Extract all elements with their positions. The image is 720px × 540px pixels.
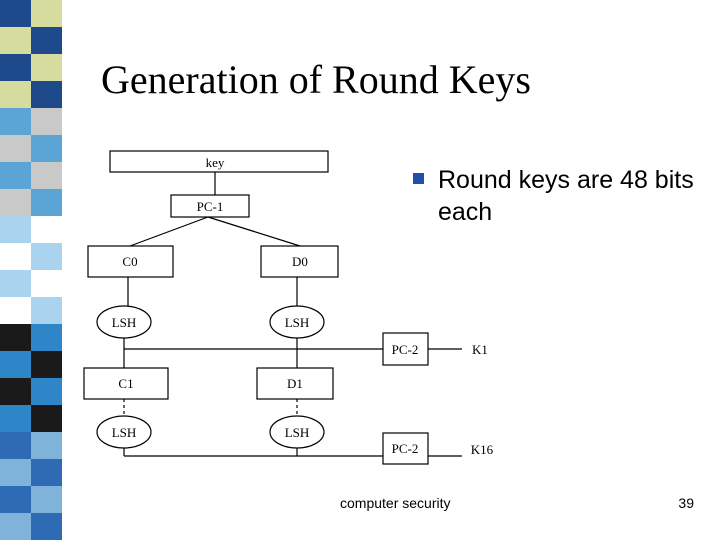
stripe-tile bbox=[0, 108, 31, 135]
stripe-tile bbox=[0, 297, 31, 324]
stripe-tile bbox=[0, 81, 31, 108]
stripe-tile bbox=[31, 81, 62, 108]
pc2-2-label: PC-2 bbox=[392, 441, 419, 456]
d0-label: D0 bbox=[292, 254, 308, 269]
d1-box bbox=[256, 367, 334, 400]
stripe-tile bbox=[31, 405, 62, 432]
bullet-text: Round keys are 48 bits each bbox=[438, 166, 694, 226]
stripe-tile bbox=[0, 432, 31, 459]
lsh-c-2-label: LSH bbox=[112, 425, 137, 440]
lsh-d-2-label: LSH bbox=[285, 425, 310, 440]
stripe-tile bbox=[31, 108, 62, 135]
pc1-box bbox=[170, 194, 250, 218]
stripe-tile bbox=[31, 162, 62, 189]
key-box bbox=[109, 150, 329, 173]
c0-label: C0 bbox=[122, 254, 137, 269]
page-number: 39 bbox=[678, 495, 694, 511]
stripe-tile bbox=[31, 297, 62, 324]
stripe-tile bbox=[0, 270, 31, 297]
stripe-tile bbox=[0, 189, 31, 216]
stripe-tile bbox=[31, 378, 62, 405]
c1-box bbox=[83, 367, 169, 400]
stripe-tile bbox=[31, 0, 62, 27]
stripe-tile bbox=[31, 486, 62, 513]
stripe-tile bbox=[31, 216, 62, 243]
stripe-tile bbox=[31, 189, 62, 216]
stripe-tile bbox=[0, 243, 31, 270]
k16-label: K16 bbox=[471, 442, 494, 457]
stripe-tile bbox=[31, 54, 62, 81]
stripe-tile bbox=[0, 0, 31, 27]
stripe-tile bbox=[0, 162, 31, 189]
stripe-tile bbox=[0, 378, 31, 405]
pc2-box-2 bbox=[382, 432, 429, 465]
lsh-c-1-label: LSH bbox=[112, 315, 137, 330]
stripe-tile bbox=[0, 486, 31, 513]
stripe-tile bbox=[0, 459, 31, 486]
stripe-tile bbox=[31, 432, 62, 459]
stripe-tile bbox=[31, 324, 62, 351]
pc2-1-label: PC-2 bbox=[392, 342, 419, 357]
c0-box bbox=[87, 245, 174, 278]
stripe-tile bbox=[31, 351, 62, 378]
pc1-label: PC-1 bbox=[197, 199, 224, 214]
slide-title: Generation of Round Keys bbox=[101, 57, 531, 102]
footer-text: computer security bbox=[340, 495, 451, 511]
stripe-tile bbox=[0, 54, 31, 81]
stripe-tile bbox=[0, 405, 31, 432]
stripe-tile bbox=[31, 513, 62, 540]
stripe-tile bbox=[0, 135, 31, 162]
decorative-side-stripe bbox=[0, 0, 62, 540]
stripe-tile bbox=[0, 513, 31, 540]
k1-label: K1 bbox=[472, 342, 488, 357]
stripe-tile bbox=[31, 27, 62, 54]
stripe-tile bbox=[0, 27, 31, 54]
d0-box bbox=[260, 245, 339, 278]
c1-label: C1 bbox=[118, 376, 133, 391]
stripe-tile bbox=[0, 216, 31, 243]
stripe-tile bbox=[0, 324, 31, 351]
lsh-d-1-label: LSH bbox=[285, 315, 310, 330]
stripe-tile bbox=[31, 459, 62, 486]
stripe-tile bbox=[0, 351, 31, 378]
stripe-tile bbox=[31, 243, 62, 270]
bullet-square-icon bbox=[413, 173, 424, 184]
key-label: key bbox=[206, 155, 225, 170]
d1-label: D1 bbox=[287, 376, 303, 391]
stripe-tile bbox=[31, 135, 62, 162]
stripe-tile bbox=[31, 270, 62, 297]
